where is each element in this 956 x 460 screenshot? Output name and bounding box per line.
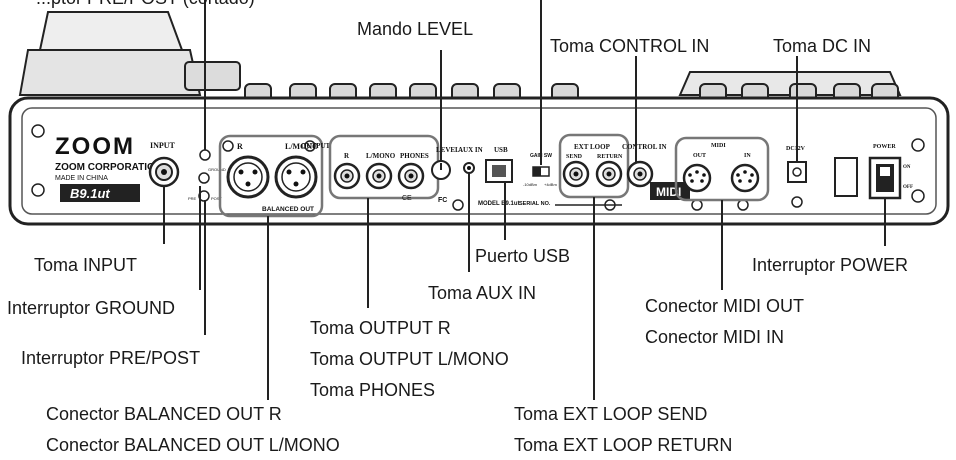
svg-text:L/MONO: L/MONO — [366, 152, 396, 160]
label-conector-midi-in: Conector MIDI IN — [645, 327, 784, 347]
svg-text:POWER: POWER — [873, 144, 896, 150]
svg-text:ZOOM: ZOOM — [55, 133, 135, 160]
label-interruptor-pre-post: Interruptor PRE/POST — [21, 348, 200, 368]
label-mando-level: Mando LEVEL — [357, 19, 473, 39]
label-toma-ext-loop-return: Toma EXT LOOP RETURN — [514, 435, 732, 455]
svg-text:PHONES: PHONES — [400, 152, 429, 160]
svg-text:B9.1ut: B9.1ut — [70, 186, 110, 201]
svg-text:MODEL B9.1ut: MODEL B9.1ut — [478, 201, 520, 207]
svg-text:USB: USB — [494, 146, 508, 154]
label-toma-input: Toma INPUT — [34, 255, 137, 275]
svg-text:LEVEL: LEVEL — [436, 146, 460, 154]
label-top-cut: ...ptor PRE/POST (cortado) — [36, 0, 255, 8]
svg-text:OUTPUT: OUTPUT — [301, 142, 331, 150]
label-conector-balanced-out-r: Conector BALANCED OUT R — [46, 404, 282, 424]
svg-text:GROUND: GROUND — [208, 167, 226, 172]
svg-text:EXT LOOP: EXT LOOP — [574, 143, 611, 151]
label-toma-aux-in: Toma AUX IN — [428, 283, 536, 303]
label-conector-midi-out: Conector MIDI OUT — [645, 296, 804, 316]
label-toma-dc-in: Toma DC IN — [773, 36, 871, 56]
svg-text:OFF: OFF — [903, 185, 913, 190]
label-toma-control-in: Toma CONTROL IN — [550, 36, 709, 56]
label-toma-ext-loop-send: Toma EXT LOOP SEND — [514, 404, 707, 424]
label-conector-balanced-out-lmono: Conector BALANCED OUT L/MONO — [46, 435, 340, 455]
svg-text:FC: FC — [438, 197, 447, 204]
svg-text:CONTROL IN: CONTROL IN — [622, 143, 667, 151]
svg-text:-10dBm: -10dBm — [523, 182, 538, 187]
svg-text:CE: CE — [402, 195, 412, 202]
svg-text:ON: ON — [903, 165, 911, 170]
svg-text:SERIAL NO.: SERIAL NO. — [519, 201, 551, 207]
svg-text:AUX IN: AUX IN — [458, 146, 483, 154]
svg-text:ZOOM CORPORATION: ZOOM CORPORATION — [55, 162, 162, 173]
svg-text:+4dBm: +4dBm — [544, 182, 557, 187]
svg-text:BALANCED OUT: BALANCED OUT — [262, 206, 314, 213]
svg-text:MIDI: MIDI — [711, 143, 726, 149]
label-puerto-usb: Puerto USB — [475, 246, 570, 266]
svg-text:SEND: SEND — [566, 154, 583, 160]
svg-text:INPUT: INPUT — [150, 141, 176, 150]
svg-text:MADE IN CHINA: MADE IN CHINA — [55, 175, 108, 182]
svg-text:PRE: PRE — [188, 196, 197, 201]
label-interruptor-power: Interruptor POWER — [752, 255, 908, 275]
label-interruptor-ground: Interruptor GROUND — [7, 298, 175, 318]
svg-text:IN: IN — [744, 153, 751, 159]
input-jack: INPUT — [150, 141, 178, 186]
label-toma-phones: Toma PHONES — [310, 380, 435, 400]
svg-text:OUT: OUT — [693, 153, 706, 159]
label-toma-output-r: Toma OUTPUT R — [310, 318, 451, 338]
svg-text:DC12V: DC12V — [786, 146, 806, 152]
svg-text:RETURN: RETURN — [597, 154, 623, 160]
label-toma-output-lmono: Toma OUTPUT L/MONO — [310, 349, 509, 369]
svg-text:R: R — [237, 142, 243, 151]
